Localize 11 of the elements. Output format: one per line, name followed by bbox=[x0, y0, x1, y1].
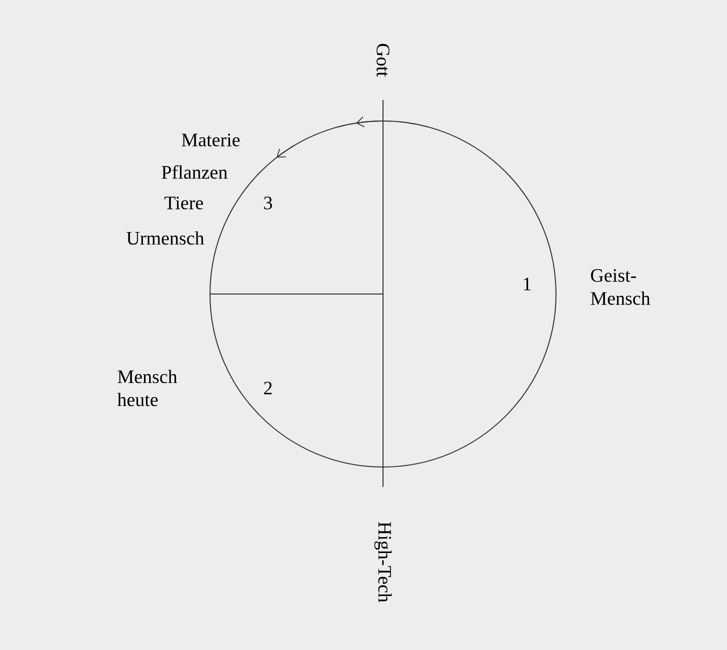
quadrant-number: 2 bbox=[264, 382, 272, 394]
stage-label: Tiere bbox=[164, 196, 203, 210]
stage-label: Pflanzen bbox=[162, 165, 228, 179]
quadrant-number: 1 bbox=[524, 278, 531, 290]
stage-label: Geist-Mensch bbox=[590, 269, 650, 305]
axis-label: High-Tech bbox=[374, 522, 392, 602]
stage-label: Materie bbox=[182, 134, 240, 146]
stage-label: Urmensch bbox=[126, 231, 204, 245]
quadrant-number: 3 bbox=[264, 196, 272, 210]
axis-label: Gott bbox=[376, 44, 390, 77]
stage-label: Mensch heute bbox=[117, 370, 178, 406]
